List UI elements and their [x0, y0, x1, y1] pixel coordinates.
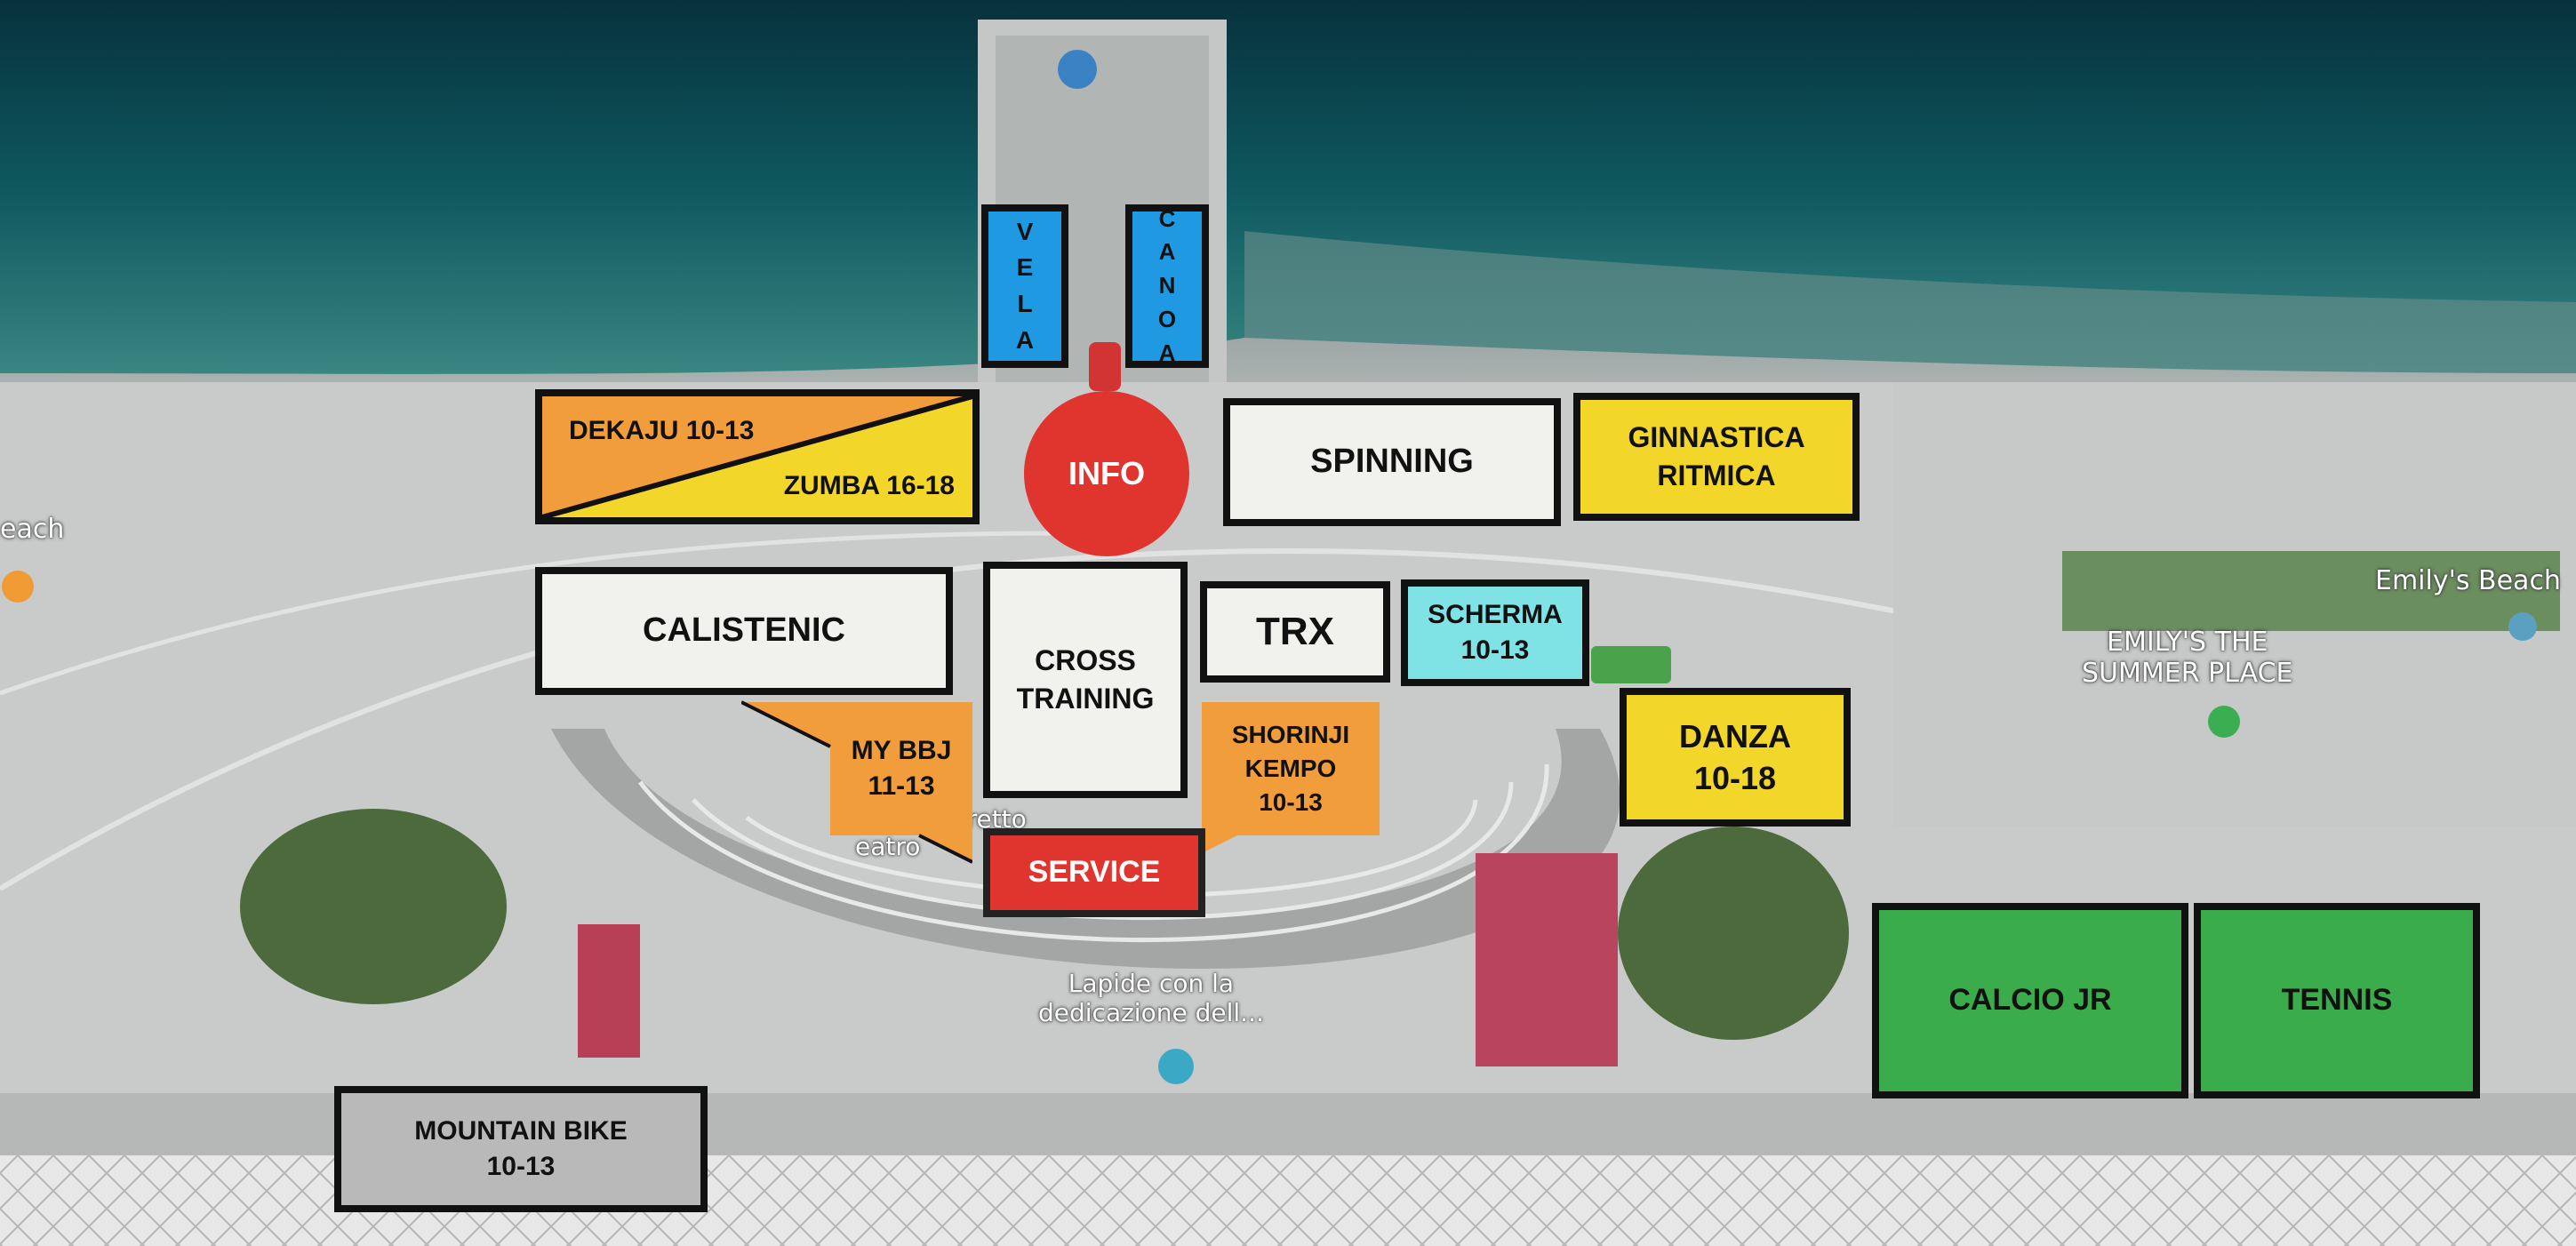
zone-my-bbj[interactable]: MY BBJ 11-13	[830, 707, 972, 831]
zone-spinning[interactable]: SPINNING	[1223, 398, 1561, 526]
diagonal-split-graphic	[542, 396, 972, 517]
zone-service-label: SERVICE	[1028, 855, 1161, 890]
green-vehicle-icon	[1591, 646, 1671, 683]
zone-scherma-label-2: 10-13	[1460, 635, 1530, 665]
zone-service[interactable]: SERVICE	[983, 828, 1205, 917]
green-location-pin-icon	[2208, 706, 2240, 738]
zone-shorinji-callout-shape	[1202, 702, 1399, 853]
map-label-lapide-line1: Lapide con la	[1068, 969, 1235, 998]
zone-shorinji-label-3: 10-13	[1259, 788, 1323, 817]
zone-dekaju-zumba[interactable]: DEKAJU 10-13 ZUMBA 16-18	[535, 389, 980, 524]
zone-calcio-jr[interactable]: CALCIO JR	[1872, 903, 2188, 1098]
zone-scherma[interactable]: SCHERMA 10-13	[1401, 579, 1589, 686]
map-label-lapide-line2: dedicazione dell...	[1038, 998, 1264, 1027]
zone-calistenic-label: CALISTENIC	[643, 611, 845, 650]
zone-danza-label-2: 10-18	[1693, 760, 1777, 796]
zone-mountain-bike[interactable]: MOUNTAIN BIKE 10-13	[334, 1086, 708, 1212]
zone-shorinji-label-1: SHORINJI	[1231, 720, 1350, 748]
zone-mtb-label-1: MOUNTAIN BIKE	[414, 1115, 628, 1146]
zone-ginnastica-label-2: RITMICA	[1657, 459, 1776, 491]
info-point[interactable]: INFO	[1024, 391, 1189, 556]
zone-trx[interactable]: TRX	[1200, 581, 1390, 683]
map-label-theatre-2: eatro	[855, 832, 921, 861]
zone-zumba-label: ZUMBA 16-18	[783, 470, 955, 500]
zone-danza[interactable]: DANZA 10-18	[1620, 688, 1851, 827]
map-label-emilys-place: EMILY'S THE SUMMER PLACE	[2082, 627, 2293, 689]
zone-mtb-label-2: 10-13	[486, 1152, 556, 1181]
zone-tennis[interactable]: TENNIS	[2194, 903, 2480, 1098]
red-car-icon	[1089, 342, 1121, 391]
orange-pin-icon	[2, 571, 34, 603]
zone-ginnastica-label-1: GINNASTICA	[1628, 421, 1805, 454]
zone-mybbj-callout-shape	[741, 700, 972, 864]
map-label-emilys-beach: Emily's Beach	[2375, 565, 2561, 596]
zone-cross-label-2: TRAINING	[1016, 683, 1155, 715]
zone-shorinji-kempo[interactable]: SHORINJI KEMPO 10-13	[1202, 702, 1380, 835]
map-label-beach: each	[0, 514, 65, 545]
zone-calcio-label: CALCIO JR	[1948, 983, 2112, 1018]
zone-tennis-label: TENNIS	[2281, 983, 2393, 1018]
zone-ginnastica-ritmica[interactable]: GINNASTICA RITMICA	[1573, 393, 1860, 521]
map-label-emilys-place-line2: SUMMER PLACE	[2082, 658, 2293, 689]
zone-trx-label: TRX	[1256, 609, 1334, 653]
zone-shorinji-label-2: KEMPO	[1244, 754, 1337, 782]
zone-canoa[interactable]: CANOA	[1125, 204, 1209, 368]
map-label-emilys-place-line1: EMILY'S THE	[2107, 627, 2268, 658]
zone-vela[interactable]: VELA	[981, 204, 1068, 368]
teal-pin-icon	[2508, 612, 2537, 641]
zone-cross-training[interactable]: CROSS TRAINING	[983, 562, 1188, 798]
map-label-lapide: Lapide con la dedicazione dell...	[1038, 969, 1264, 1027]
zone-vela-label: VELA	[1015, 217, 1035, 354]
zone-mybbj-label-1: MY BBJ	[851, 735, 952, 765]
zone-canoa-label: CANOA	[1157, 204, 1177, 366]
zone-danza-label-1: DANZA	[1679, 717, 1791, 755]
blue-pin-icon	[1058, 50, 1097, 89]
zone-calistenic[interactable]: CALISTENIC	[535, 567, 953, 695]
zone-scherma-label-1: SCHERMA	[1428, 599, 1563, 629]
zone-cross-label-1: CROSS	[1035, 644, 1136, 677]
info-label: INFO	[1068, 455, 1145, 492]
landmark-pin-icon	[1158, 1049, 1194, 1084]
zone-dekaju-label: DEKAJU 10-13	[569, 416, 755, 445]
zone-mybbj-label-2: 11-13	[868, 771, 935, 801]
zone-spinning-label: SPINNING	[1310, 443, 1474, 481]
